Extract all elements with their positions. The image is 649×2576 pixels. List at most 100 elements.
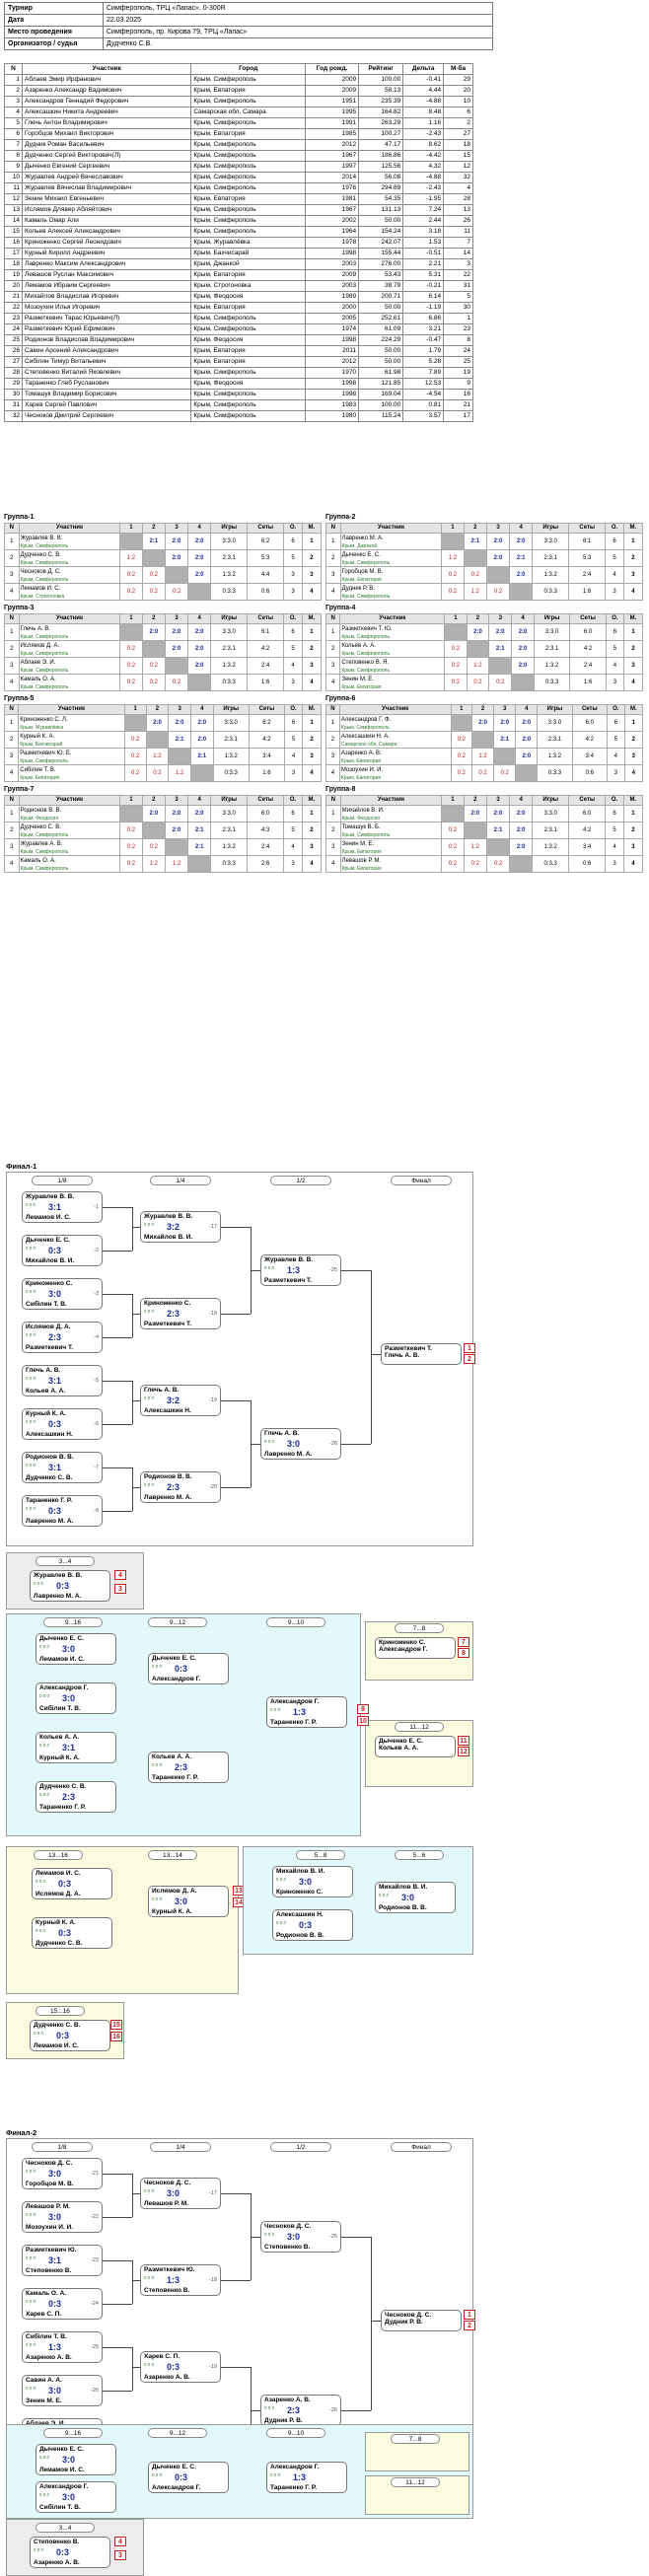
cell-sets: 3:4 — [568, 838, 607, 856]
set-details: 0 0 0 — [34, 1581, 44, 1586]
participant-name: Алексашкин Н. А. — [340, 734, 390, 740]
cell-year: 1980 — [305, 410, 360, 422]
column-header: М. — [301, 523, 323, 534]
cell-place: 6 — [443, 107, 473, 118]
round-header: 1/2 — [270, 1176, 331, 1185]
player-b: Сибілин Т. В. — [39, 1705, 81, 1712]
participant-city: Крым, Симферополь — [341, 560, 391, 566]
player-a: Глечь А. В. — [144, 1387, 180, 1394]
column-header: 4 — [509, 523, 534, 534]
cell-place: 8 — [443, 334, 473, 346]
column-header: 4 — [509, 795, 534, 806]
cell-city: Крым, Феодосия — [190, 291, 307, 303]
player-a: Глечь А. В. — [264, 1430, 300, 1437]
column-header: Участник — [339, 795, 443, 806]
cell-participant: Азаренко А. В.Крым, Евпатория — [338, 748, 452, 765]
cell-sets: 6:2 — [248, 714, 286, 732]
cell-year: 1967 — [305, 204, 360, 216]
cell-participant: Александров Г. Ф.Крым, Симферополь — [338, 714, 452, 732]
player-b: Азаренко А. В. — [144, 2374, 190, 2381]
cell-city: Крым, Бахчисарай — [190, 248, 307, 259]
cell-self — [485, 566, 511, 584]
cell-city: Крым, Симферополь — [190, 96, 307, 107]
participant-name: Азаренко А. В. — [340, 751, 382, 756]
cell-place: 4 — [443, 182, 473, 194]
player-b: Дудченко С. В. — [26, 1474, 73, 1481]
participant-city: Крым, Симферополь — [20, 668, 69, 674]
player-a: Левашов Р. М. — [26, 2203, 71, 2210]
cell-year: 1998 — [305, 248, 360, 259]
match-number: -2 — [94, 1248, 99, 1253]
participant-city: Крым, Феодосия — [20, 816, 59, 822]
participant-city: Крым, Симферополь — [20, 577, 69, 583]
cell-n: 27 — [3, 356, 24, 368]
cell-place: 1 — [443, 313, 473, 324]
cell-name: Михайлов Владислав Игоревич — [22, 291, 192, 303]
cell-n: 4 — [324, 674, 341, 691]
cell-year: 1997 — [305, 161, 360, 173]
cell-games: 2:3.1 — [212, 731, 250, 749]
cell-games: 3:3.0 — [532, 805, 570, 823]
cell-delta: -2.43 — [402, 182, 445, 194]
cell-place: 1 — [622, 533, 644, 550]
cell-participant: Степовенко В. Я.Крым, Симферополь — [339, 657, 446, 675]
cell-place: 14 — [443, 248, 473, 259]
cell-n: 8 — [3, 150, 24, 162]
cell-place: 4 — [301, 855, 323, 873]
cell-games: 1:3.2 — [537, 748, 573, 765]
player-a: Курный К. А. — [36, 1919, 76, 1926]
cell-n: 19 — [3, 269, 24, 281]
player-b: Дудченко С. В. — [36, 1940, 83, 1947]
set-details: 0 0 0 — [34, 2031, 44, 2036]
player-b: Разметкевич Т. — [264, 1277, 313, 1284]
